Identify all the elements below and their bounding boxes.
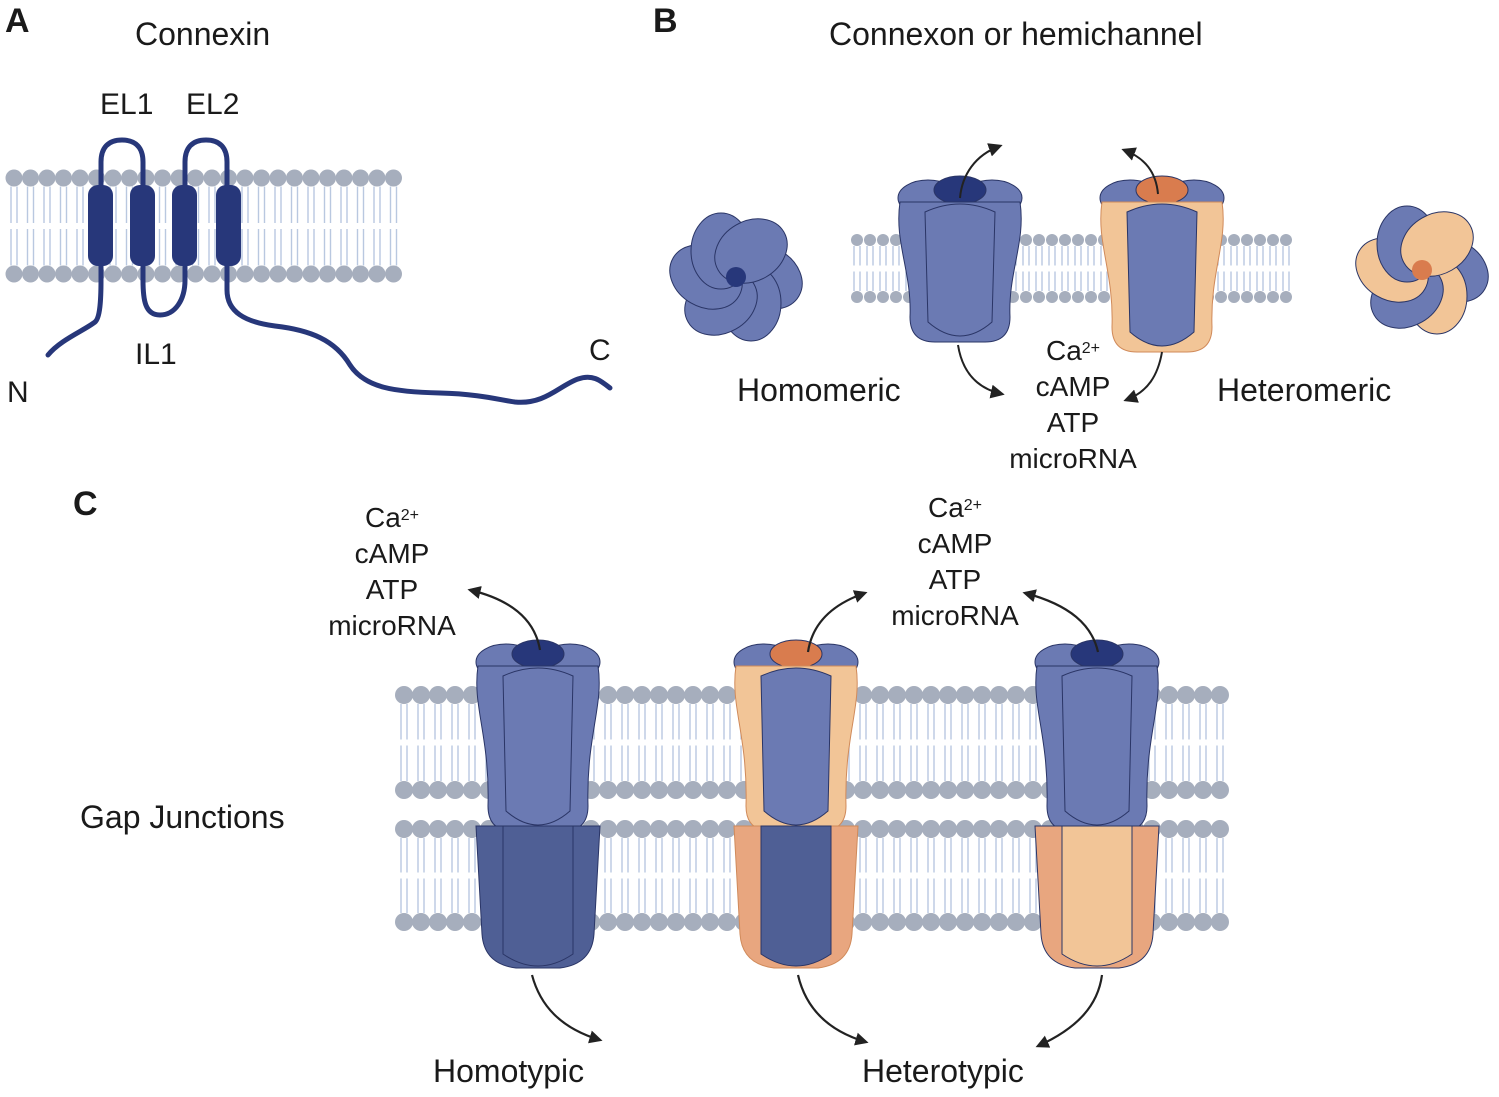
c-terminus-label: C [589,334,611,367]
microrna-label: microRNA [328,610,456,641]
heteromeric-label: Heteromeric [1217,372,1392,408]
lower-connexon-core [760,825,832,967]
arrow-out-homo [959,143,1003,199]
panel-b-letter: B [653,2,678,40]
panel-b-title: Connexon or hemichannel [829,16,1203,52]
il1-label: IL1 [135,338,177,371]
camp-label: cAMP [1035,371,1111,402]
camp-label: cAMP [917,528,993,559]
calcium-label: Ca2+ [364,502,420,533]
connexin-topology [45,137,613,405]
homomeric-top-view [669,212,803,342]
heterotypic-label: Heterotypic [862,1053,1024,1089]
homotypic-channel [475,639,601,969]
el1-label: EL1 [100,88,154,121]
heterotypic-channel [1034,639,1160,969]
heteromeric-hemichannel-body [1099,175,1225,353]
panel-b-molecule-list: Ca2+ cAMP ATP microRNA [983,333,1163,477]
upper-connexon [475,639,601,832]
atp-label: ATP [365,574,419,605]
panel-c-title: Gap Junctions [80,799,285,835]
arrow-down-left [530,974,603,1044]
panel-c-arrows [467,586,1104,1048]
transmembrane-helix-2 [130,185,155,266]
panel-c-letter: C [73,485,98,523]
homomeric-rosette [669,212,803,342]
calcium-label: Ca2+ [1045,335,1101,366]
membrane-panel-a [5,169,402,283]
calcium-label: Ca2+ [927,492,983,523]
lower-connexon-core [502,825,574,967]
panel-a-title: Connexin [135,16,271,52]
microrna-label: microRNA [1009,443,1137,474]
panel-c-molecule-list-right: Ca2+ cAMP ATP microRNA [865,490,1045,634]
heteromeric-channel [733,639,859,969]
arrow-in-homo [957,344,1005,399]
homomeric-hemichannel [897,175,1023,343]
n-terminus-label: N [7,376,29,409]
lower-connexon-core [1061,825,1133,967]
panel-b-arrows [957,143,1163,403]
homomeric-label: Homomeric [737,372,901,408]
panel-c-molecule-list-left: Ca2+ cAMP ATP microRNA [302,500,482,644]
el2-label: EL2 [186,88,240,121]
heteromeric-rosette [1355,205,1489,335]
camp-label: cAMP [354,538,430,569]
heteromeric-hemichannel [1099,175,1225,353]
arrow-down-right [1035,974,1104,1048]
transmembrane-helix-4 [216,185,241,266]
upper-connexon [1034,639,1160,832]
arrow-in-hetero [1123,351,1163,403]
atp-label: ATP [928,564,982,595]
homotypic-gap-junction [475,639,601,969]
homomeric-hemichannel-body [897,175,1023,343]
microrna-label: microRNA [891,600,1019,631]
connexin-subunit [1400,211,1474,277]
arrow-up-middle [806,590,868,653]
homotypic-label: Homotypic [433,1053,585,1089]
heteromeric-top-view [1355,205,1489,335]
arrow-down-middle [796,974,869,1046]
transmembrane-helix-3 [172,185,197,266]
atp-label: ATP [1046,407,1100,438]
transmembrane-helix-1 [88,185,113,266]
arrow-out-hetero [1121,147,1159,195]
upper-connexon [733,639,859,832]
connexin-chain [45,137,613,405]
connexin-subunit [714,218,788,284]
arrow-up-left [467,586,542,651]
panel-a-letter: A [5,2,30,40]
heterotypic-gap-junction [1034,639,1160,969]
arrow-up-right [1022,589,1100,653]
heterotypic-heteromeric-gap-junction [733,639,859,969]
